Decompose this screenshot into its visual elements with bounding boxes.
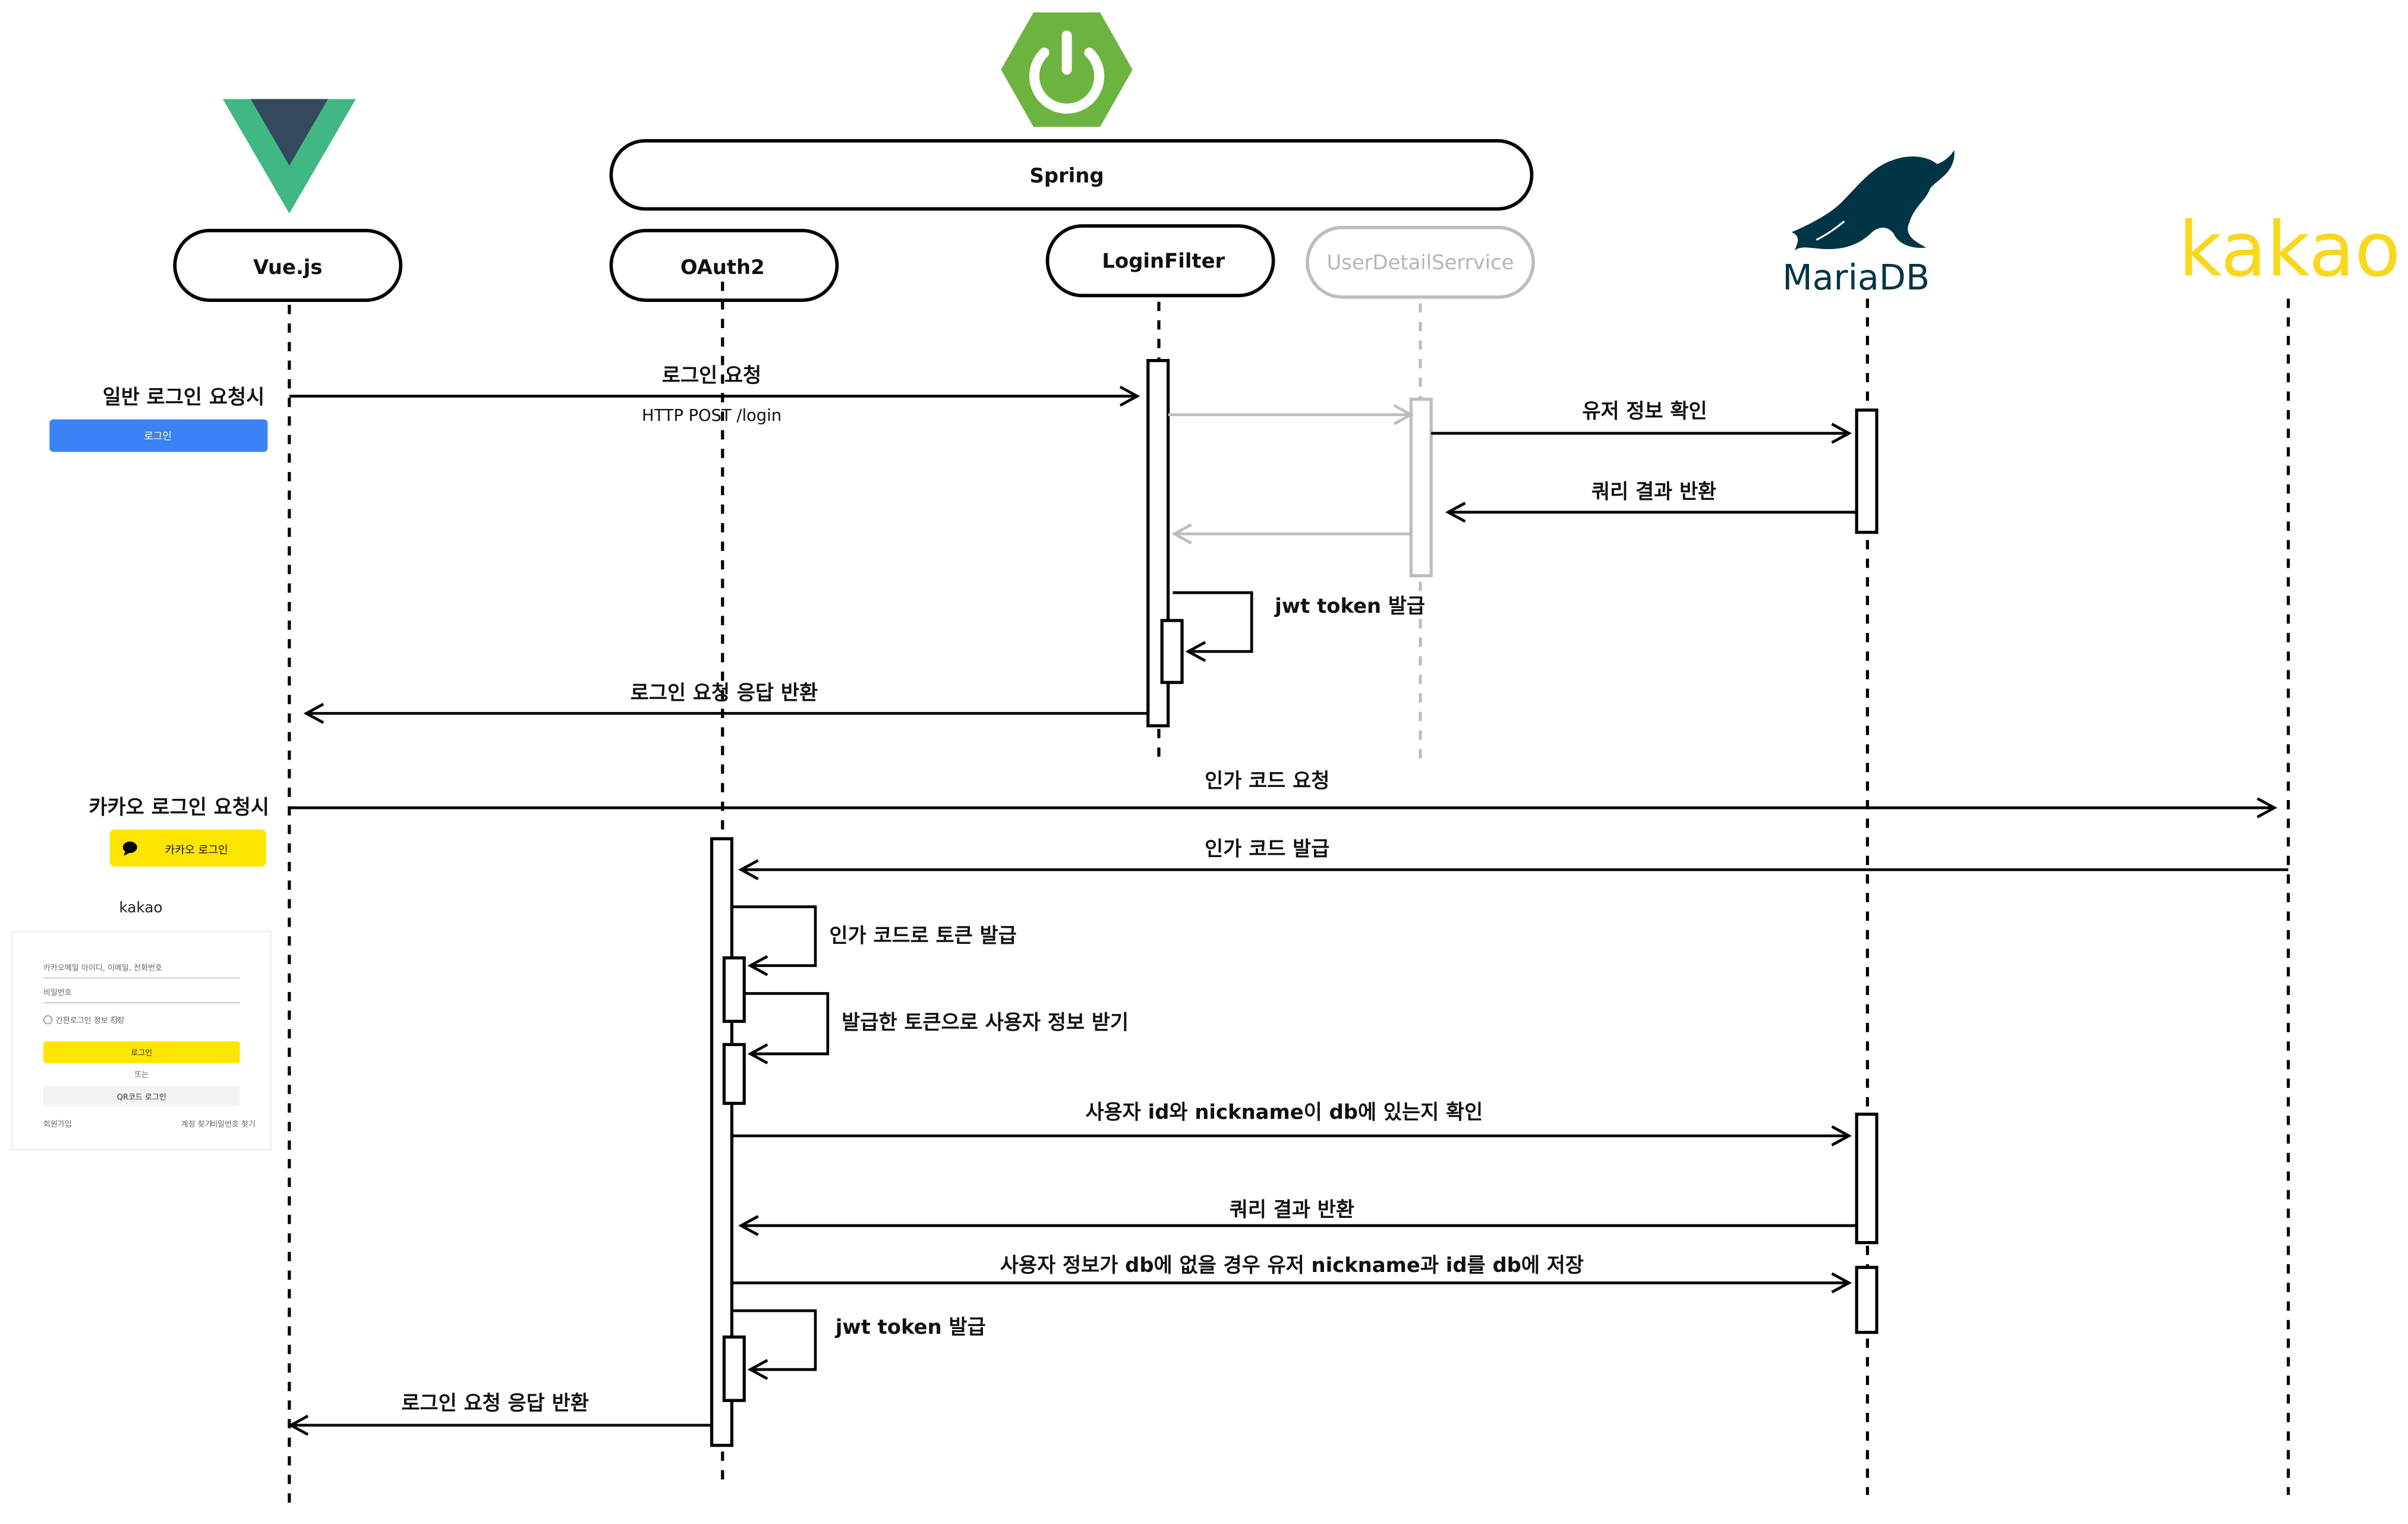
- kakao-form-password-placeholder: 비밀번호: [43, 988, 72, 997]
- kakao-login-button[interactable]: 카카오 로그인: [109, 829, 266, 867]
- loginfilter-participant: LoginFilter: [1045, 224, 1275, 298]
- kakao-form-qr-button-label: QR코드 로그인: [117, 1093, 166, 1102]
- vuejs-label: Vue.js: [253, 256, 323, 279]
- kakao-form-qr-button[interactable]: [43, 1086, 240, 1107]
- kakao-form-or-label: 또는: [134, 1070, 149, 1079]
- msg-check-db-label: 사용자 id와 nickname이 db에 있는지 확인: [1086, 1100, 1483, 1123]
- normal-login-title: 일반 로그인 요청시: [103, 386, 265, 409]
- kakao-form-signup-link[interactable]: 회원가입: [43, 1120, 72, 1129]
- kakao-form-keep-login-checkbox[interactable]: [43, 1015, 53, 1025]
- msg-save-user-label: 사용자 정보가 db에 없을 경우 유저 nickname과 id를 db에 저…: [1000, 1254, 1584, 1277]
- msg-get-user-info-arrow: [744, 992, 830, 1065]
- userdetailservice-activation: [1409, 398, 1433, 578]
- msg-jwt-issue-1-label: jwt token 발급: [1274, 594, 1425, 618]
- kakao-form-keep-login-label: 간편로그인 정보 저장: [56, 1016, 125, 1025]
- oauth2-self-activation-1: [722, 956, 746, 1023]
- loginfilter-self-activation: [1160, 619, 1184, 684]
- vuejs-participant: Vue.js: [173, 229, 403, 302]
- msg-login-response-2-label: 로그인 요청 응답 반환: [401, 1391, 588, 1415]
- msg-query-result-label: 쿼리 결과 반환: [1591, 480, 1716, 503]
- msg-token-from-code-label: 인가 코드로 토큰 발급: [829, 924, 1016, 947]
- info-icon: [111, 1016, 119, 1024]
- msg-login-response-1-label: 로그인 요청 응답 반환: [631, 681, 818, 704]
- mariadb-seal-icon: [1791, 150, 1955, 251]
- oauth2-self-activation-2: [722, 1043, 746, 1105]
- mariadb-activation-3: [1855, 1265, 1879, 1334]
- msg-login-request-sublabel: HTTP POST /login: [642, 407, 781, 425]
- kakao-login-button-label: 카카오 로그인: [165, 844, 228, 857]
- userdetailservice-label: UserDetailSerrvice: [1326, 251, 1514, 274]
- kakao-form-reset-password-link[interactable]: 비밀번호 찾기: [210, 1120, 256, 1129]
- spring-logo-icon: [1001, 12, 1133, 127]
- kakao-wordmark: kakao: [2179, 206, 2401, 293]
- msg-auth-code-request-label: 인가 코드 요청: [1205, 769, 1329, 792]
- mariadb-activation-2: [1855, 1112, 1879, 1245]
- kakao-form-id-placeholder: 카카오메일 아이디, 이메일, 전화번호: [43, 963, 162, 972]
- msg-token-from-code-arrow: [732, 905, 817, 977]
- normal-login-button[interactable]: 로그인: [49, 419, 268, 452]
- loginfilter-label: LoginFilter: [1102, 249, 1225, 272]
- msg-query-result-2-label: 쿼리 결과 반환: [1230, 1198, 1354, 1221]
- msg-auth-code-issue-label: 인가 코드 발급: [1205, 837, 1329, 861]
- speech-bubble-icon: [122, 841, 137, 856]
- msg-jwt-issue-2-label: jwt token 발급: [834, 1315, 986, 1339]
- vuejs-logo-icon: [222, 99, 356, 214]
- spring-participant: Spring: [609, 139, 1534, 211]
- kakao-login-title: 카카오 로그인 요청시: [89, 795, 269, 818]
- spring-label: Spring: [1030, 164, 1104, 187]
- kakao-form-find-account-link[interactable]: 계정 찾기: [181, 1120, 212, 1129]
- msg-login-request-label: 로그인 요청: [662, 364, 761, 387]
- kakao-login-form-preview: 카카오메일 아이디, 이메일, 전화번호 비밀번호 간편로그인 정보 저장 로그…: [11, 931, 272, 1151]
- kakao-form-login-button[interactable]: [43, 1041, 240, 1063]
- oauth2-self-activation-3: [722, 1335, 746, 1402]
- kakao-form-login-button-label: 로그인: [131, 1049, 152, 1058]
- normal-login-button-label: 로그인: [144, 430, 172, 442]
- msg-get-user-info-label: 발급한 토큰으로 사용자 정보 받기: [841, 1010, 1129, 1034]
- kakao-form-brand: kakao: [119, 899, 162, 916]
- msg-jwt-issue-2-arrow: [732, 1309, 817, 1380]
- mariadb-activation-1: [1855, 408, 1879, 534]
- oauth2-participant: OAuth2: [609, 229, 839, 302]
- oauth2-label: OAuth2: [680, 256, 765, 279]
- mariadb-wordmark: MariaDB: [1782, 257, 1930, 298]
- msg-check-user-label: 유저 정보 확인: [1582, 399, 1707, 423]
- msg-jwt-issue-1-arrow: [1173, 591, 1253, 662]
- userdetailservice-participant: UserDetailSerrvice: [1306, 225, 1535, 299]
